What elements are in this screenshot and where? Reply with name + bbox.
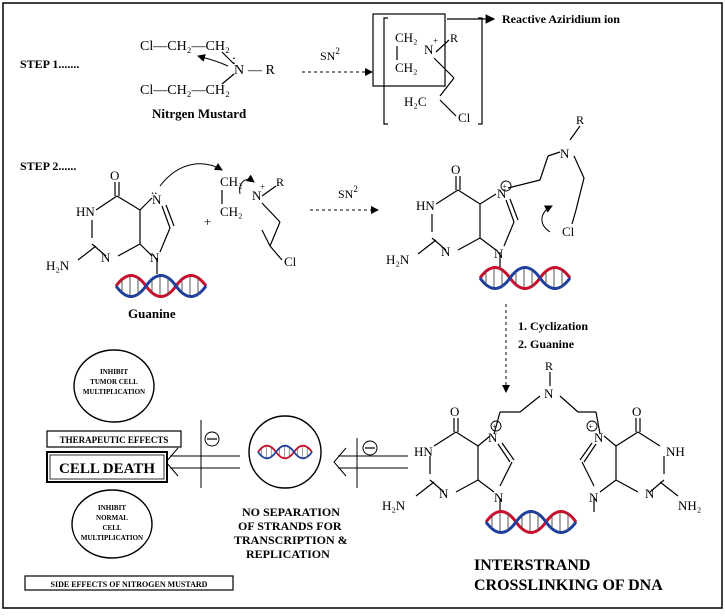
guanine-attack-arrow — [159, 163, 223, 187]
cell-death-label: CELL DEATH — [59, 461, 155, 477]
az2-ch2-top: CH₂ — [220, 174, 243, 189]
side-effects-box — [24, 575, 234, 591]
az1-cl: Cl — [458, 110, 471, 125]
step1-label: STEP 1....... — [20, 57, 79, 71]
inhibit-tumor-1: INHIBIT — [100, 368, 128, 376]
no-sep-1: NO SEPARATION — [242, 505, 340, 519]
xl-n3-right: N — [645, 486, 655, 501]
az2-ch2-bottom: CH₂ — [220, 204, 243, 219]
g1-n7: N — [152, 192, 162, 207]
xl-o-left: O — [450, 404, 459, 419]
az2-plus: + — [260, 182, 265, 192]
xl-r: R — [545, 359, 553, 373]
xl-n-bridge: N — [544, 386, 554, 401]
prod-r: R — [576, 113, 584, 127]
mustard-n: N — [234, 63, 244, 78]
az2-cl: Cl — [284, 254, 297, 269]
svg-text:HN: HN — [76, 204, 95, 219]
g1-h2n: H₂N — [46, 258, 70, 273]
xl-o-right: O — [632, 404, 641, 419]
inhibit-tumor-3: MULTIPLICATION — [83, 388, 145, 396]
mustard-name: Nitrgen Mustard — [152, 106, 247, 121]
xl-n3-left: N — [439, 486, 449, 501]
az2-r: R — [276, 175, 284, 189]
mustard-top-chain: Cl—CH₂—CH₂ — [140, 39, 230, 54]
xl-h2n: H₂N — [382, 498, 406, 513]
crosslinked-dna-circle — [248, 415, 322, 489]
g2-n3: N — [441, 244, 451, 259]
crosslink-title-2: CROSSLINKING OF DNA — [474, 577, 663, 594]
mustard-bottom-chain: Cl—CH₂—CH₂ — [140, 83, 230, 98]
mustard-curved-arrow — [197, 54, 229, 67]
crosslink-structure — [415, 372, 679, 512]
az1-plus: + — [433, 36, 438, 46]
condition-2: 2. Guanine — [518, 337, 575, 351]
az1-ch2-bottom: CH₂ — [395, 60, 418, 75]
xl-n9-left: N — [494, 490, 504, 505]
dna-helix-2 — [478, 266, 572, 290]
plus-sign: + — [204, 214, 211, 229]
az1-ch2-top: CH₂ — [395, 30, 418, 45]
svg-text::: : — [232, 53, 236, 68]
az2-n: N — [252, 188, 262, 203]
g1-n9: N — [150, 250, 160, 265]
xl-n9-right: N — [589, 490, 599, 505]
cell-death-box — [46, 451, 168, 483]
side-effects-label: SIDE EFFECTS OF NITROGEN MUSTARD — [51, 580, 208, 589]
no-sep-3: TRANSCRIPTION & — [234, 533, 348, 547]
svg-text:..: .. — [151, 182, 158, 197]
inhibit-normal-circle — [71, 489, 153, 559]
g2-h2n: H₂N — [386, 252, 410, 267]
inhibit-arrow-left — [165, 420, 240, 488]
dna-helix-3 — [484, 510, 578, 534]
xl-nh2: NH₂ — [678, 498, 701, 513]
prod-n: N — [560, 146, 570, 161]
alkylated-guanine-structure — [417, 125, 585, 268]
g1-o: O — [110, 168, 119, 183]
aziridium-box — [372, 13, 446, 87]
prod-cl: Cl — [562, 224, 575, 239]
inhibit-normal-4: MULTIPLICATION — [81, 534, 143, 542]
inhibit-normal-1: INHIBIT — [98, 504, 126, 512]
az1-n: N — [424, 42, 434, 57]
g2-n7: N — [497, 186, 507, 201]
aziridium-label: Reactive Aziridium ion — [502, 12, 620, 26]
svg-text:+: + — [493, 422, 498, 431]
step2-label: STEP 2...... — [20, 159, 76, 173]
inhibit-tumor-2: TUMOR CELL — [90, 378, 138, 386]
inhibit-tumor-circle — [73, 349, 155, 423]
step2-reaction: SN2 — [338, 184, 358, 201]
no-sep-2: OF STRANDS FOR — [238, 519, 342, 533]
xl-n7-right: N — [594, 430, 604, 445]
mustard-r: — R — [247, 63, 276, 78]
condition-1: 1. Cyclization — [518, 319, 588, 333]
guanine-name: Guanine — [128, 306, 176, 321]
therapeutic-box — [46, 430, 182, 448]
inhibit-arrow-right — [333, 438, 408, 488]
svg-text:+: + — [503, 182, 508, 191]
az1-r: R — [450, 31, 458, 45]
crosslink-title-1: INTERSTRAND — [474, 557, 590, 574]
g1-n3: N — [101, 250, 111, 265]
xl-n7-left: N — [488, 430, 498, 445]
az1-h2c: H₂C — [404, 94, 427, 109]
g2-n9: N — [494, 246, 504, 261]
inhibit-normal-3: CELL — [102, 524, 121, 532]
svg-text:HN: HN — [414, 444, 433, 459]
g2-o: O — [451, 162, 460, 177]
dna-helix-1 — [114, 274, 208, 298]
svg-text:NH: NH — [666, 444, 685, 459]
svg-text:HN: HN — [416, 198, 435, 213]
guanine-structure — [77, 182, 175, 274]
no-sep-4: REPLICATION — [246, 547, 330, 561]
inhibit-normal-2: NORMAL — [96, 514, 128, 522]
svg-text:+: + — [589, 422, 594, 431]
therapeutic-label: THERAPEUTIC EFFECTS — [60, 435, 169, 445]
step1-reaction: SN2 — [320, 46, 340, 63]
outer-frame — [2, 2, 723, 609]
